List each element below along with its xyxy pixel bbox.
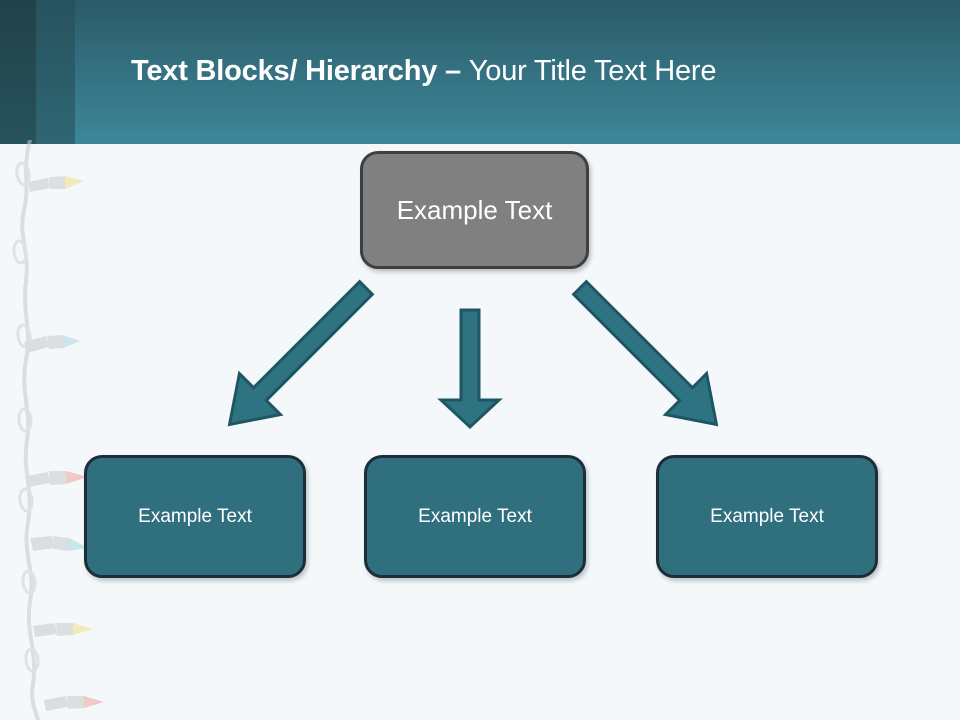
arrow-right [571, 279, 719, 427]
hierarchy-child-label-3: Example Text [710, 505, 824, 527]
bulb-yellow-1 [28, 176, 84, 192]
hierarchy-child-box-2[interactable]: Example Text [364, 455, 586, 578]
slide-title: Text Blocks/ Hierarchy – Your Title Text… [131, 55, 716, 88]
hierarchy-child-box-3[interactable]: Example Text [656, 455, 878, 578]
slide-title-bold: Text Blocks/ Hierarchy – [131, 55, 469, 87]
bulb-pink-2 [44, 696, 104, 711]
arrow-left [227, 279, 375, 427]
hierarchy-child-label-1: Example Text [138, 505, 252, 527]
hierarchy-root-label: Example Text [396, 194, 553, 225]
slide-header: Text Blocks/ Hierarchy – Your Title Text… [0, 0, 960, 144]
arrow-middle [437, 308, 503, 430]
string-of-lights-decoration [12, 140, 104, 720]
header-band-mid [36, 0, 75, 144]
bulb-cyan-2 [30, 536, 88, 551]
hierarchy-child-box-1[interactable]: Example Text [84, 455, 306, 578]
slide-title-light: Your Title Text Here [468, 55, 717, 87]
header-band-dark [0, 0, 36, 144]
hierarchy-root-box[interactable]: Example Text [360, 151, 589, 269]
hierarchy-child-label-2: Example Text [418, 505, 532, 527]
bulb-cyan-1 [24, 335, 80, 353]
bulb-pink-1 [27, 471, 88, 487]
bulb-yellow-2 [33, 623, 93, 637]
